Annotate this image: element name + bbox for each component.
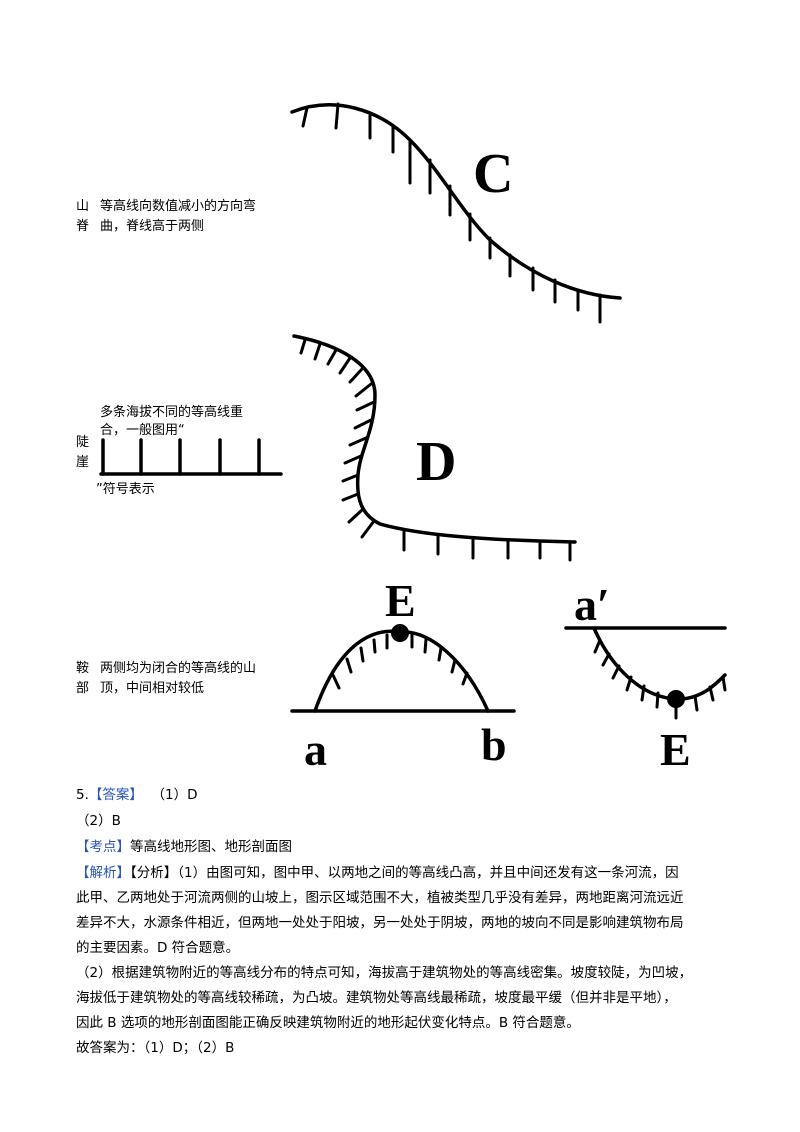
- ridge-diagram-c: [290, 102, 622, 324]
- answer-line: 5.【答案】 （1）D: [76, 787, 198, 803]
- term-anbu: 鞍 部: [76, 661, 90, 696]
- label-d: D: [416, 431, 457, 493]
- tag-kaodian: 【考点】: [76, 839, 130, 855]
- jiexi-line-4: 的主要因素。D 符合题意。: [76, 940, 240, 956]
- label-b: b: [481, 719, 507, 770]
- term-douya: 陡 崖: [76, 435, 90, 470]
- desc-shanji: 等高线向数值减小的方向弯 曲，脊线高于两侧: [100, 199, 257, 234]
- kaodian-line: 【考点】等高线地形图、地形剖面图: [76, 839, 292, 855]
- label-a-prime: a′: [574, 579, 610, 630]
- tag-jiexi: 【解析】: [76, 865, 130, 881]
- label-c: C: [473, 143, 514, 205]
- hill-profile-diagram: [290, 629, 516, 713]
- cliff-symbol: [99, 438, 283, 476]
- cliff-diagram-d: [292, 334, 577, 562]
- answer-2: （2）B: [76, 813, 121, 829]
- jiexi-line-6: 海拔低于建筑物处的等高线较稀疏，为凸坡。建筑物处等高线最稀疏，坡度最平缓（但并非…: [76, 990, 677, 1006]
- valley-profile-diagram: [564, 626, 727, 720]
- label-a: a: [304, 724, 327, 775]
- desc-douya-line2: 合，一般图用“: [100, 423, 185, 438]
- tag-answer: 【答案】: [88, 787, 143, 803]
- label-e-bottom: E: [660, 724, 691, 775]
- desc-douya-line3: ”符号表示: [96, 482, 155, 497]
- term-shanji: 山 脊: [76, 199, 90, 234]
- jiexi-line-1: 【解析】【分析】（1）由图可知，图中甲、以两地之间的等高线凸高，并且中间还发有这…: [76, 865, 679, 881]
- jiexi-line-2: 此甲、乙两地处于河流两侧的山坡上，图示区域范围不大，植被类型几乎没有差异，两地距…: [76, 890, 684, 906]
- desc-douya-line1: 多条海拔不同的等高线重: [100, 405, 244, 420]
- valley-point: [667, 690, 685, 708]
- desc-anbu: 两侧均为闭合的等高线的山 顶，中间相对较低: [100, 661, 257, 696]
- jiexi-line-3: 差异不大，水源条件相近，但两地一处处于阳坡，另一处处于阴坡，两地的坡向不同是影响…: [76, 915, 684, 931]
- jiexi-line-5: （2）根据建筑物附近的等高线分布的特点可知，海拔高于建筑物处的等高线密集。坡度较…: [76, 965, 693, 981]
- label-e-top: E: [385, 575, 416, 626]
- jiexi-line-7: 因此 B 选项的地形剖面图能正确反映建筑物附近的地形起伏变化特点。B 符合题意。: [76, 1015, 580, 1031]
- summit-point: [391, 624, 409, 642]
- final-answer: 故答案为：（1）D；（2）B: [76, 1040, 235, 1056]
